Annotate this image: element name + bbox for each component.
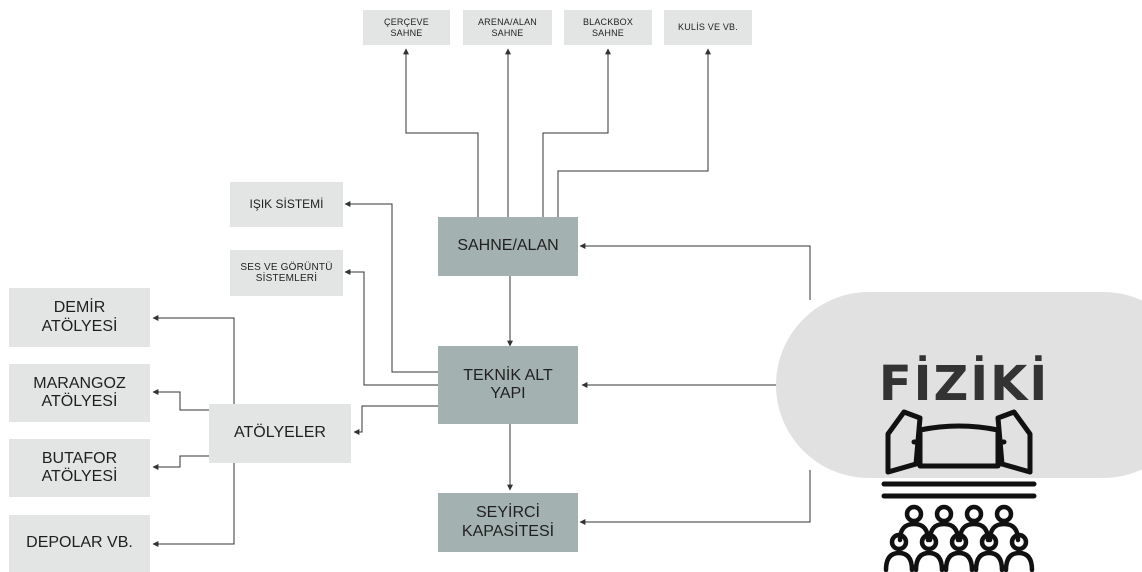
theater-stage-audience-icon — [881, 409, 1037, 572]
arrow-to-depolar — [152, 463, 235, 547]
sound-video-systems-box: SES VE GÖRÜNTÜ SİSTEMLERİ — [230, 250, 343, 296]
physical-category-blob — [776, 292, 1142, 478]
stage-type-blackbox: BLACKBOX SAHNE — [564, 10, 652, 45]
arrow-to-lighting — [344, 201, 438, 373]
arrow-to-workshops — [353, 405, 438, 435]
arrow-to-kulis — [557, 48, 711, 217]
arrow-fiziki-to-audience — [579, 470, 811, 525]
stage-type-kulis: KULİS VE VB. — [664, 10, 752, 45]
stage-type-arena: ARENA/ALAN SAHNE — [463, 10, 552, 45]
lighting-system-box: IŞIK SİSTEMİ — [230, 182, 343, 227]
stage-type-cerceve: ÇERÇEVE SAHNE — [363, 10, 450, 45]
workshop-butafor-box: BUTAFOR ATÖLYESİ — [9, 439, 150, 497]
workshop-demir-box: DEMİR ATÖLYESİ — [9, 288, 150, 347]
storage-box: DEPOLAR VB. — [9, 515, 150, 572]
arrow-to-demir — [152, 315, 235, 404]
technical-infrastructure-box: TEKNİK ALT YAPI — [438, 346, 578, 424]
arrow-fiziki-to-stage — [579, 243, 811, 300]
audience-capacity-box: SEYİRCİ KAPASİTESİ — [438, 493, 578, 552]
stage-area-box: SAHNE/ALAN — [438, 217, 578, 276]
arrow-to-marangoz — [152, 389, 209, 411]
physical-category-title: FİZİKİ — [878, 356, 1050, 412]
arrow-to-butafor — [152, 455, 209, 470]
arrow-to-blackbox — [542, 48, 611, 217]
arrow-to-cerceve — [403, 48, 479, 217]
workshops-hub-box: ATÖLYELER — [209, 404, 351, 463]
workshop-marangoz-box: MARANGOZ ATÖLYESİ — [9, 364, 150, 422]
arrow-to-sound — [344, 269, 438, 386]
